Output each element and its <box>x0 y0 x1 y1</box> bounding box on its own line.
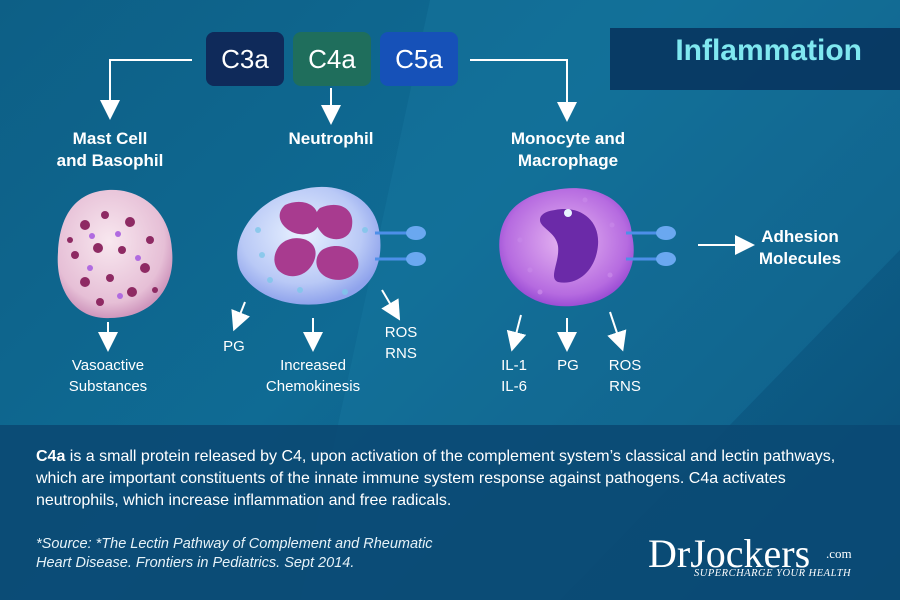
monocyte-graphic <box>499 188 676 307</box>
monocyte-pg-label: PG <box>557 357 579 374</box>
description-text: is a small protein released by C4, upon … <box>36 448 836 509</box>
arrow-to-monocyte <box>470 59 577 122</box>
chemokinesis-line2: Chemokinesis <box>265 378 361 395</box>
description: C4a is a small protein released by C4, u… <box>36 446 866 512</box>
pill-c4a-label: C4a <box>308 43 356 74</box>
il-1: IL-1 <box>501 357 527 374</box>
drjockers-logo: DrJockers .com SUPERCHARGE YOUR HEALTH <box>648 530 878 585</box>
text-panel <box>0 425 900 600</box>
mast-cell-heading: Mast Cell and Basophil <box>40 128 180 172</box>
source-line1: *Source: *The Lectin Pathway of Compleme… <box>36 536 433 552</box>
adhesion-line1: Adhesion <box>761 227 839 246</box>
neutrophil-pg-label: PG <box>223 338 245 355</box>
monocyte-heading: Monocyte and Macrophage <box>488 128 648 172</box>
arrow-neutrophil-pg <box>231 301 250 332</box>
source-line2: Heart Disease. Frontiers in Pediatrics. … <box>36 555 355 571</box>
chemokinesis-line1: Increased <box>280 357 346 374</box>
neutrophil-ros: ROS <box>384 324 418 341</box>
chemokinesis-label: Increased Chemokinesis <box>250 355 376 397</box>
arrow-monocyte-ros <box>607 311 627 352</box>
monocyte-ros: ROS <box>608 357 642 374</box>
arrow-to-mast-cell <box>100 59 192 120</box>
monocyte-ros-rns-label: ROS RNS <box>602 355 648 397</box>
arrow-neutrophil-ros <box>381 289 401 321</box>
neutrophil-heading: Neutrophil <box>288 129 374 148</box>
il-6: IL-6 <box>501 378 527 395</box>
pill-c4a: C4a <box>293 32 371 86</box>
title-banner <box>610 28 900 90</box>
neutrophil-rns: RNS <box>385 345 417 362</box>
mast-cell-heading-line2: and Basophil <box>56 151 164 170</box>
source-citation: *Source: *The Lectin Pathway of Compleme… <box>36 535 536 573</box>
neutrophil-graphic <box>237 186 426 305</box>
description-lead: C4a <box>36 448 66 465</box>
neutrophil-ros-rns-label: ROS RNS <box>378 322 424 364</box>
monocyte-rns: RNS <box>609 378 641 395</box>
logo-tagline: SUPERCHARGE YOUR HEALTH <box>694 568 852 579</box>
pill-c3a: C3a <box>206 32 284 86</box>
page-title: Inflammation <box>675 34 862 67</box>
adhesion-molecules-label: Adhesion Molecules <box>755 226 845 270</box>
arrow-monocyte-il <box>506 314 527 352</box>
pill-c3a-label: C3a <box>221 43 269 74</box>
mast-cell-heading-line1: Mast Cell <box>72 129 148 148</box>
pill-c5a: C5a <box>380 32 458 86</box>
vasoactive-substances-label: Vasoactive Substances <box>48 355 168 397</box>
adhesion-line2: Molecules <box>758 249 842 268</box>
logo-domain: .com <box>826 546 852 561</box>
vasoactive-line2: Substances <box>68 378 148 395</box>
monocyte-heading-line2: Macrophage <box>517 151 619 170</box>
mast-cell-graphic <box>57 189 173 319</box>
pill-c5a-label: C5a <box>395 43 443 74</box>
vasoactive-line1: Vasoactive <box>71 357 145 374</box>
monocyte-heading-line1: Monocyte and <box>510 129 626 148</box>
logo-name: DrJockers <box>648 531 811 576</box>
il-label: IL-1 IL-6 <box>494 355 534 397</box>
